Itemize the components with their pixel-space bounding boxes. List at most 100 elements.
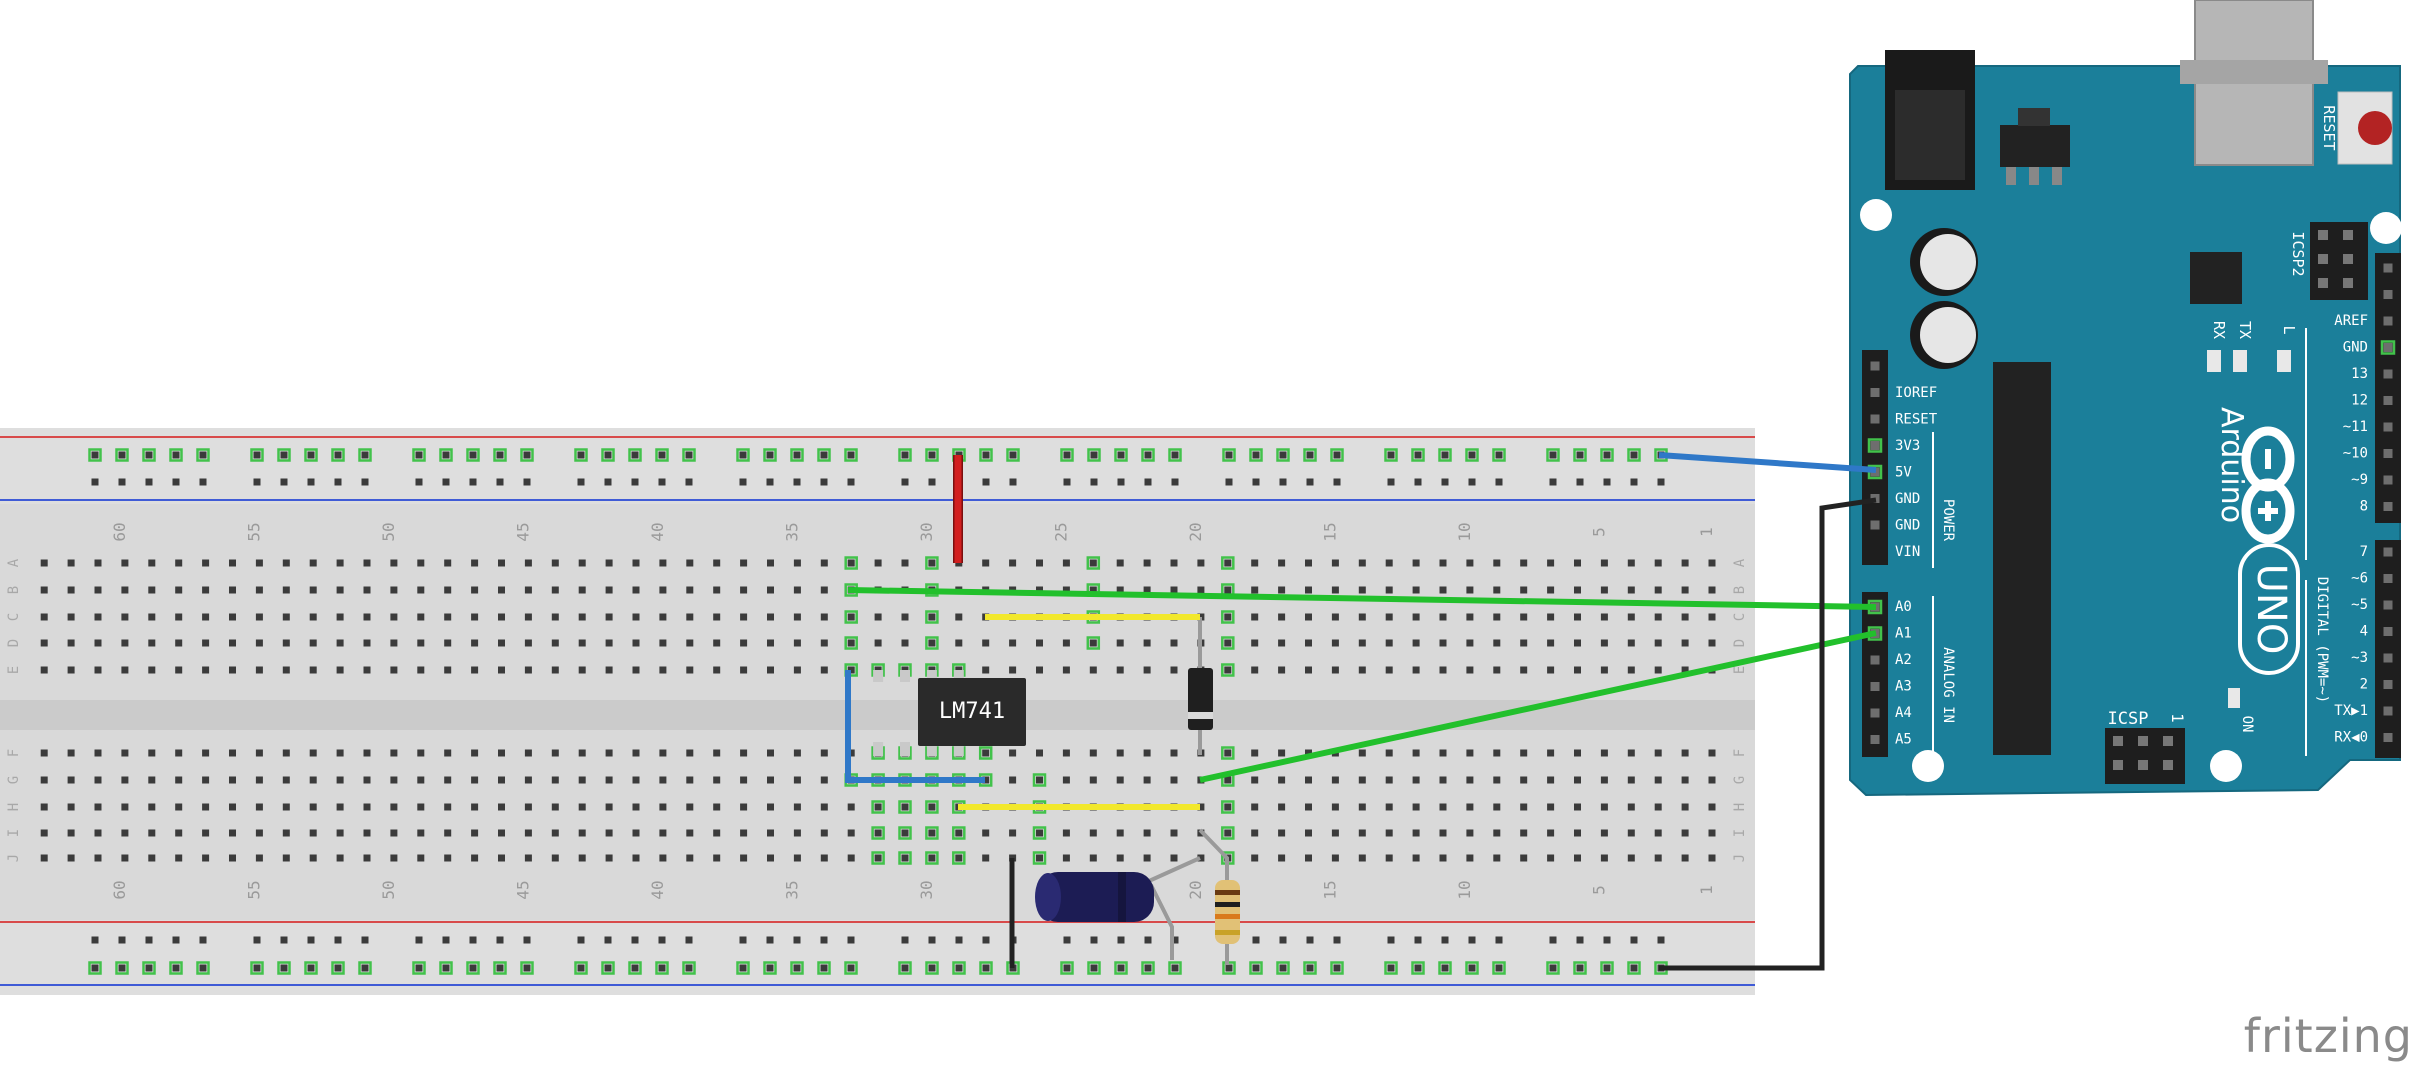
column-number: 20	[1186, 880, 1205, 899]
pin-label: TX▶1	[2334, 703, 2368, 719]
mounting-hole	[1912, 750, 1944, 782]
usb-flange	[2180, 60, 2328, 84]
column-number: 10	[1455, 522, 1474, 541]
regulator-leg	[2029, 167, 2039, 185]
column-number: 45	[513, 522, 532, 541]
blue-wire-ic[interactable]	[845, 670, 985, 783]
usb-interface-chip	[2190, 252, 2242, 304]
pin-label: ~6	[2351, 571, 2368, 587]
pin-label: RX◀0	[2334, 730, 2368, 746]
row-letter: F	[1732, 749, 1748, 757]
column-number: 10	[1455, 880, 1474, 899]
reset-label: RESET	[2320, 105, 2338, 150]
wires	[845, 452, 1877, 971]
row-letter: D	[6, 639, 22, 647]
digital-label: DIGITAL (PWM=~)	[2314, 577, 2330, 703]
resistor	[1198, 828, 1240, 965]
regulator-tab	[2018, 108, 2050, 126]
row-letter: I	[6, 829, 22, 837]
pin-label: 5V	[1895, 465, 1912, 481]
pin-label: A2	[1895, 652, 1912, 668]
green-wire-a1[interactable]	[1199, 630, 1877, 783]
diode	[1188, 617, 1213, 755]
row-letter: A	[6, 558, 22, 567]
row-letter: J	[1732, 854, 1748, 862]
column-number: 5	[1589, 527, 1608, 537]
row-letter: H	[1732, 803, 1748, 811]
pin-label: GND	[1895, 491, 1920, 507]
pin-label: ~3	[2351, 650, 2368, 666]
pin-label: A3	[1895, 679, 1912, 695]
column-number: 30	[917, 522, 936, 541]
black-wire-gnd[interactable]	[1659, 497, 1877, 971]
row-letter: G	[6, 776, 22, 784]
pin-label: IOREF	[1895, 385, 1937, 401]
led-label: TX	[2236, 321, 2254, 339]
pin-label: A5	[1895, 732, 1912, 748]
pin-label: ~9	[2351, 472, 2368, 488]
row-letter: D	[1732, 639, 1748, 647]
pin-label: VIN	[1895, 544, 1920, 560]
dc-jack-body	[1895, 90, 1965, 180]
lm741-op-amp: LM741	[873, 670, 1026, 756]
column-number: 25	[1051, 522, 1070, 541]
ic-body	[918, 678, 1026, 746]
pin-label: 4	[2360, 624, 2368, 640]
column-number: 40	[648, 522, 667, 541]
analog-label: ANALOG IN	[1940, 647, 1956, 723]
column-number: 55	[244, 522, 263, 541]
fritzing-brand: fritzing	[2243, 1009, 2413, 1063]
top-power-rail	[0, 428, 1755, 504]
pin-label: ~10	[2343, 446, 2368, 462]
pin-label: RESET	[1895, 412, 1938, 428]
column-number: 40	[648, 880, 667, 899]
mounting-hole	[2210, 750, 2242, 782]
uno-badge: UNO	[2238, 543, 2300, 675]
reset-button-cap[interactable]	[2358, 111, 2392, 145]
mounting-hole	[1860, 199, 1892, 231]
pin-label: A1	[1895, 626, 1912, 642]
ic-legs	[873, 670, 964, 756]
column-number: 1	[1697, 885, 1716, 895]
row-letter: G	[1732, 776, 1748, 784]
column-number: 15	[1320, 880, 1339, 899]
electrolytic-capacitor	[1035, 856, 1201, 960]
pin-label: GND	[1895, 518, 1920, 534]
column-number: 50	[379, 880, 398, 899]
pin-label: AREF	[2334, 313, 2368, 329]
column-number: 55	[244, 880, 263, 899]
analog-header	[1862, 592, 1888, 757]
row-letter: E	[1732, 666, 1748, 674]
led	[2277, 350, 2291, 372]
electrolytic-capacitor	[1910, 301, 1978, 369]
column-number: 45	[513, 880, 532, 899]
row-letter: I	[1732, 829, 1748, 837]
pin-label: 7	[2360, 544, 2368, 560]
voltage-regulator	[2000, 125, 2070, 167]
column-number: 15	[1320, 522, 1339, 541]
icsp-pins	[2113, 736, 2173, 770]
row-letter: H	[6, 803, 22, 811]
pin-label: 3V3	[1895, 438, 1920, 454]
row-letter: F	[6, 749, 22, 757]
green-wire-a0[interactable]	[847, 587, 1877, 610]
arduino-brand: Arduino	[2214, 407, 2249, 523]
column-number: 1	[1697, 527, 1716, 537]
bottom-power-rail	[0, 920, 1755, 995]
icsp-pin1-label: 1	[2168, 713, 2187, 723]
arduino-logo	[2241, 426, 2295, 544]
pin-label: A0	[1895, 599, 1912, 615]
icsp-label: ICSP	[2108, 709, 2149, 729]
pin-label: 8	[2360, 499, 2368, 515]
row-letter: B	[1732, 586, 1748, 594]
led-label: RX	[2210, 321, 2228, 339]
pin-label: 13	[2351, 366, 2368, 382]
ic-label: LM741	[939, 699, 1005, 724]
column-number: 30	[917, 880, 936, 899]
column-number: 5	[1589, 885, 1608, 895]
atmega-chip	[1993, 362, 2051, 755]
blue-wire-5v[interactable]	[1658, 452, 1877, 473]
electrolytic-capacitor	[1910, 228, 1978, 296]
row-letter: E	[6, 666, 22, 674]
